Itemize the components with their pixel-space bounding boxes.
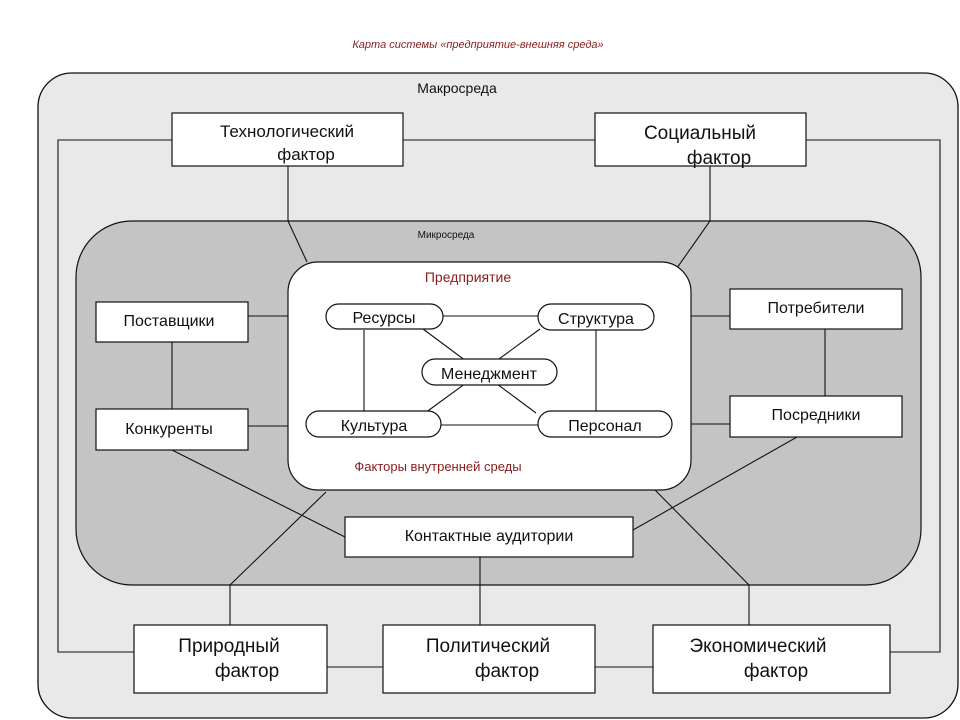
macro-connector-lines: [57, 139, 941, 668]
natural-factor-box: Природный фактор: [133, 624, 328, 694]
culture-label: Культура: [341, 418, 408, 435]
natural-factor-line2: фактор: [215, 661, 279, 682]
personnel-label: Персонал: [568, 418, 641, 435]
technological-factor-line1: Технологический: [220, 122, 354, 141]
suppliers-box: Поставщики: [95, 301, 249, 343]
natural-factor-line1: Природный: [178, 636, 279, 657]
micro-environment-title: Микросреда: [418, 230, 475, 241]
economic-factor-line1: Экономический: [690, 636, 827, 657]
social-factor-box: Социальный фактор: [594, 112, 807, 169]
social-factor-line1: Социальный: [644, 123, 756, 144]
resources-label: Ресурсы: [352, 310, 415, 327]
competitors-box: Конкуренты: [95, 408, 249, 451]
political-factor-line2: фактор: [475, 661, 539, 682]
contact-audiences-box: Контактные аудитории: [344, 516, 634, 558]
competitors-label: Конкуренты: [125, 421, 213, 438]
political-factor-box: Политический фактор: [382, 624, 596, 694]
economic-factor-line2: фактор: [744, 661, 808, 682]
consumers-box: Потребители: [729, 288, 903, 330]
suppliers-label: Поставщики: [124, 313, 215, 330]
diagram-caption: Карта системы «предприятие-внешняя среда…: [352, 39, 603, 51]
enterprise-title: Предприятие: [425, 269, 511, 285]
social-factor-line2: фактор: [687, 148, 751, 169]
management-label: Менеджмент: [441, 366, 538, 383]
technological-factor-box: Технологический фактор: [171, 112, 404, 167]
technological-factor-line2: фактор: [277, 145, 335, 164]
factor-links: [171, 166, 826, 625]
intermediaries-box: Посредники: [729, 395, 903, 438]
macro-environment-title: Макросреда: [417, 80, 497, 96]
pill-management: Менеджмент: [421, 358, 558, 386]
pill-resources: Ресурсы: [325, 303, 444, 330]
pill-culture: Культура: [305, 410, 442, 438]
economic-factor-box: Экономический фактор: [652, 624, 891, 694]
intermediaries-label: Посредники: [772, 407, 861, 424]
pill-structure: Структура: [537, 303, 655, 331]
internal-factors-label: Факторы внутренней среды: [354, 459, 521, 474]
contact-audiences-label: Контактные аудитории: [405, 528, 574, 545]
consumers-label: Потребители: [768, 300, 865, 317]
political-factor-line1: Политический: [426, 636, 550, 657]
structure-label: Структура: [558, 311, 634, 328]
pill-personnel: Персонал: [537, 410, 673, 438]
